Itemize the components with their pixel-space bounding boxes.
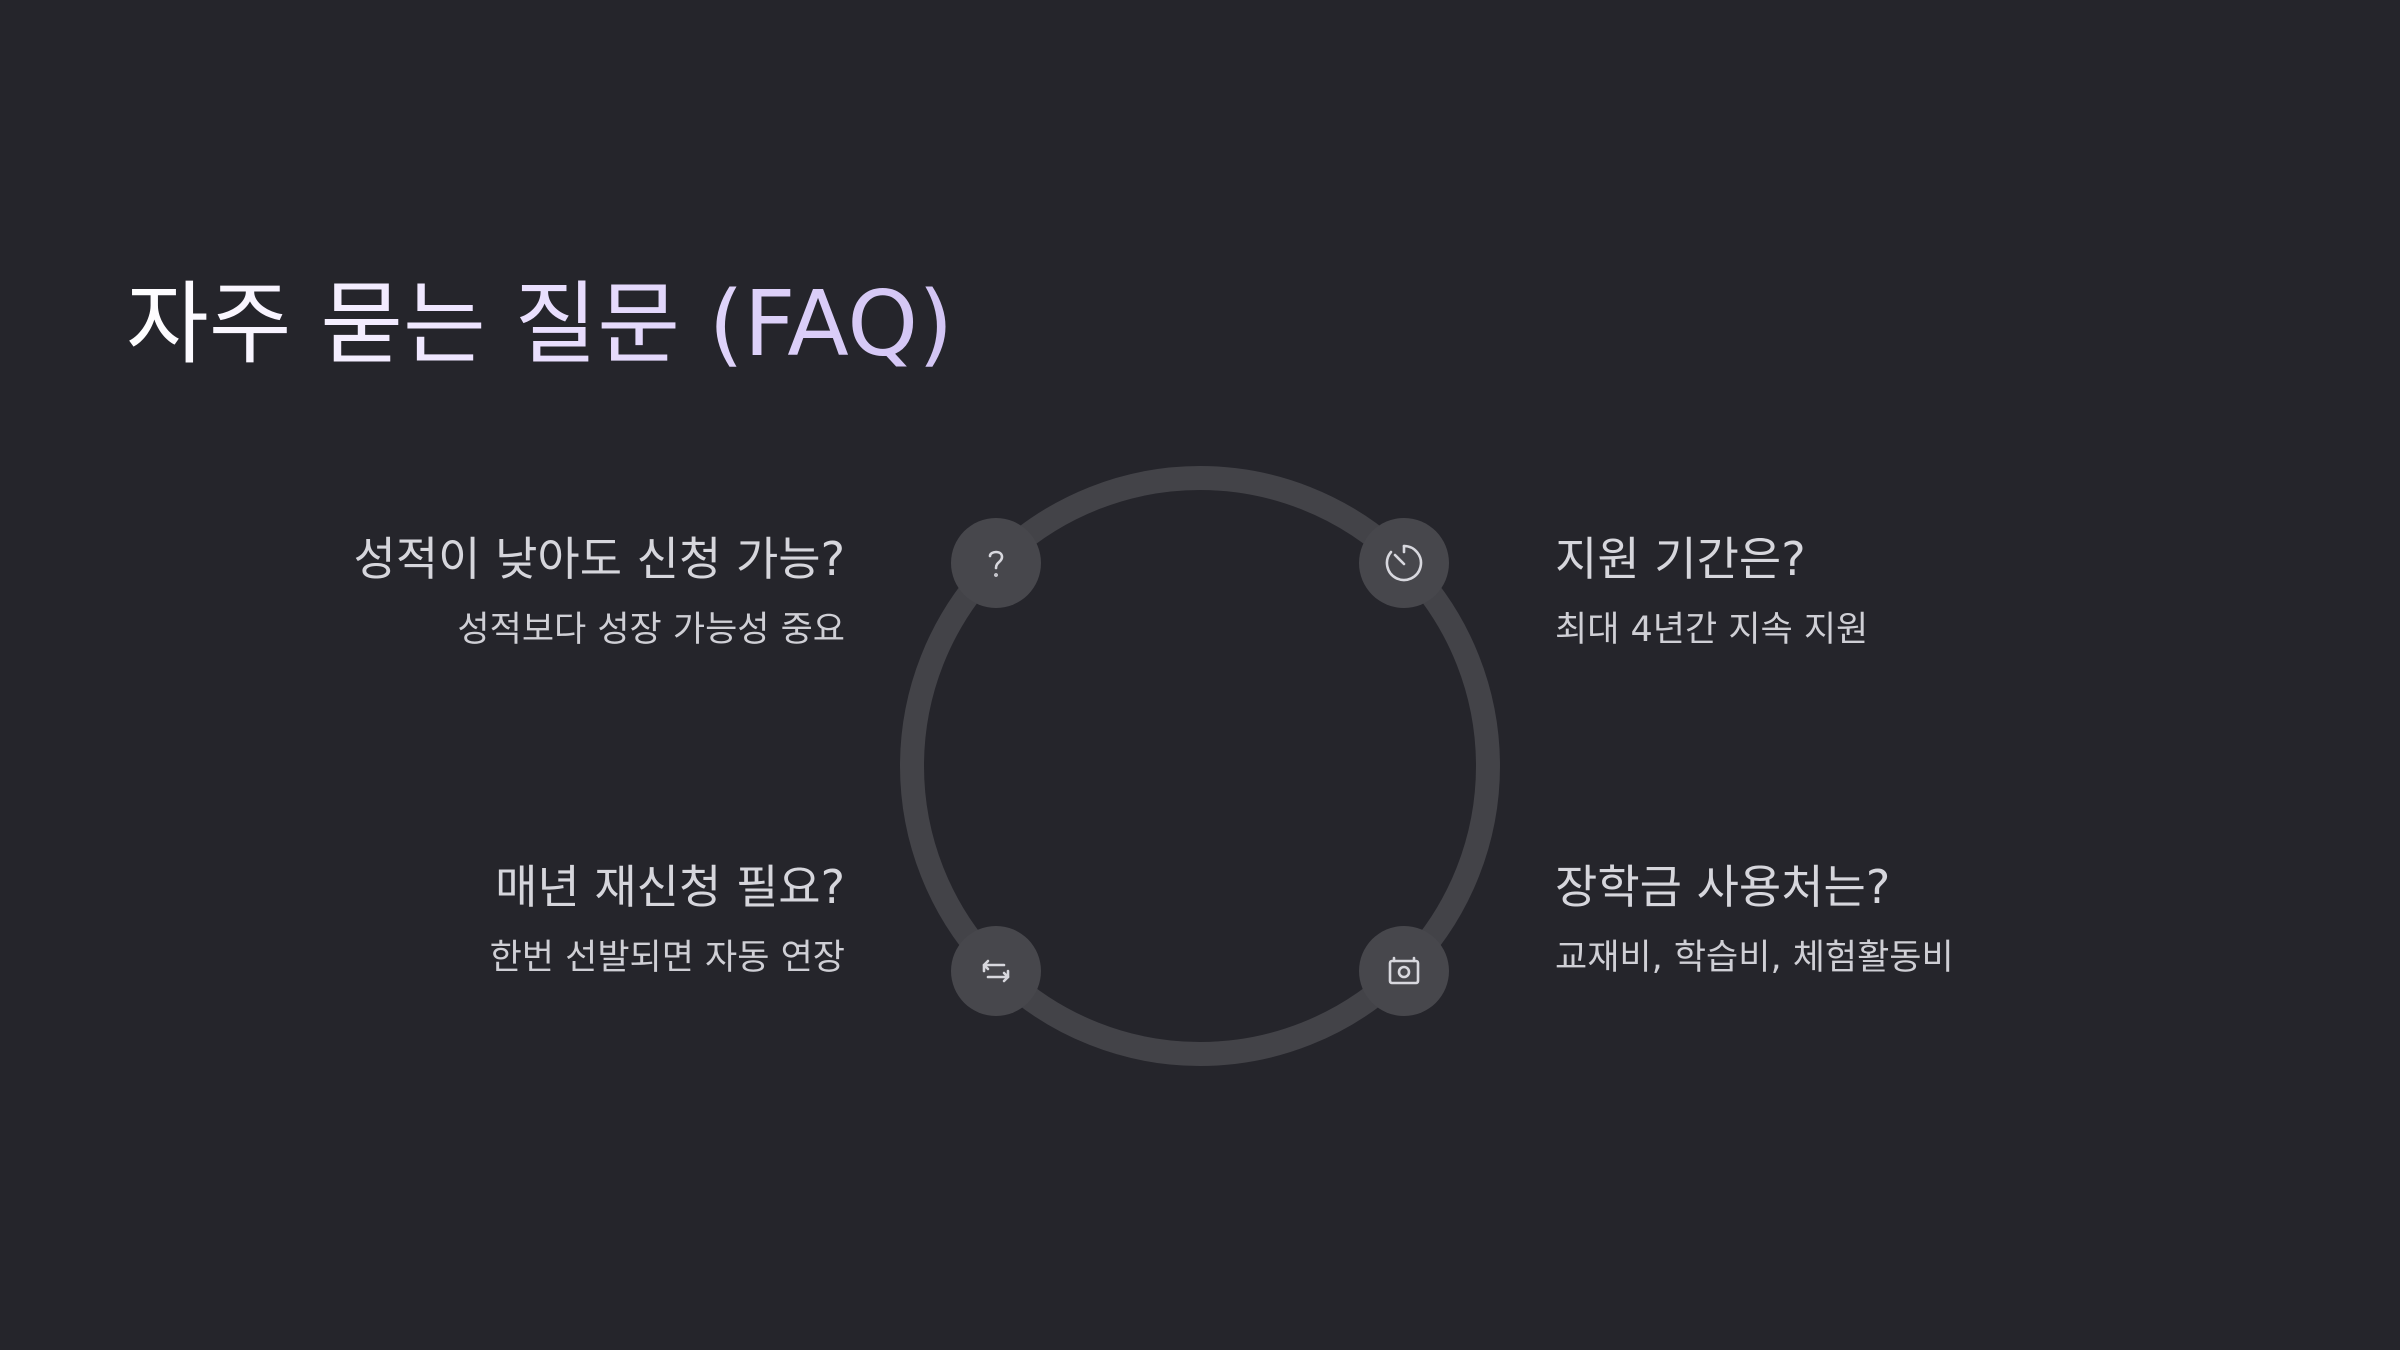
faq-answer: 교재비, 학습비, 체험활동비 — [1555, 938, 1954, 979]
faq-answer: 성적보다 성장 가능성 중요 — [457, 610, 845, 651]
faq-item-reapply: 매년 재신청 필요? 한번 선발되면 자동 연장 — [285, 860, 845, 979]
cycle-ring — [900, 466, 1500, 1066]
faq-item-period: 지원 기간은? 최대 4년간 지속 지원 — [1555, 532, 2115, 651]
question-mark-icon — [951, 518, 1041, 608]
faq-answer: 최대 4년간 지속 지원 — [1555, 610, 1869, 651]
faq-question: 장학금 사용처는? — [1555, 860, 1891, 914]
money-icon — [1359, 926, 1449, 1016]
faq-question: 성적이 낮아도 신청 가능? — [353, 532, 845, 586]
faq-question: 지원 기간은? — [1555, 532, 1806, 586]
faq-item-grades: 성적이 낮아도 신청 가능? 성적보다 성장 가능성 중요 — [285, 532, 845, 651]
faq-item-usage: 장학금 사용처는? 교재비, 학습비, 체험활동비 — [1555, 860, 2115, 979]
faq-question: 매년 재신청 필요? — [495, 860, 845, 914]
faq-answer: 한번 선발되면 자동 연장 — [489, 938, 845, 979]
page-title: 자주 묻는 질문 (FAQ) — [126, 272, 954, 377]
repeat-icon — [951, 926, 1041, 1016]
timer-icon — [1359, 518, 1449, 608]
